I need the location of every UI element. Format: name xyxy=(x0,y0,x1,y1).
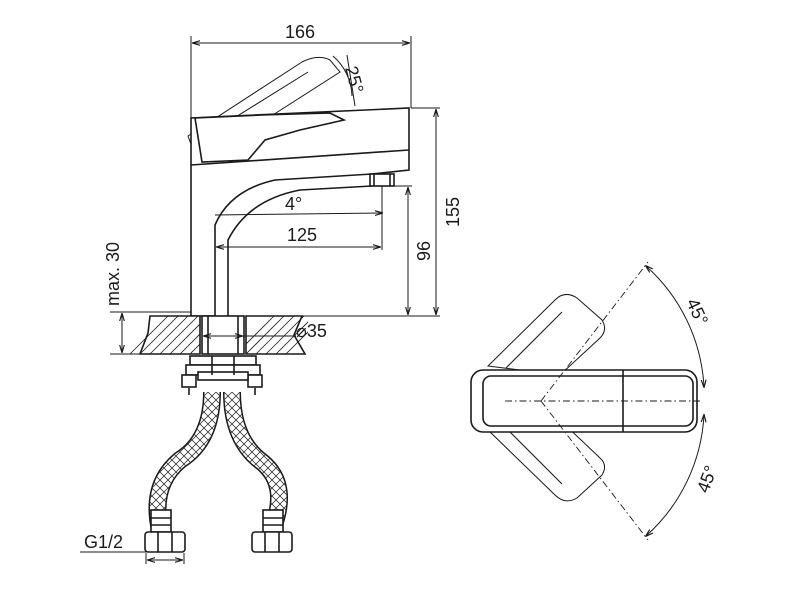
rotation-angle-down-label: 45° xyxy=(693,463,721,495)
dimension-total-height: 155 xyxy=(436,110,463,314)
dimension-125-label: 125 xyxy=(287,225,317,245)
dimension-25-label: 25° xyxy=(341,64,367,95)
lever-rotated-positions xyxy=(486,294,606,502)
faucet-top-view: 45° 45° xyxy=(470,261,721,541)
dimension-155-label: 155 xyxy=(443,197,463,227)
dimension-96-label: 96 xyxy=(414,241,434,261)
dimension-4-label: 4° xyxy=(285,194,302,214)
dimension-overall-length: 166 xyxy=(193,22,409,43)
dimension-spout-height: 96 xyxy=(408,188,434,314)
thread-callout: G1/2 xyxy=(80,532,185,564)
dimension-handle-tilt: 25° xyxy=(332,54,368,107)
dimension-spout-reach: 125 xyxy=(217,225,380,247)
flexible-hoses xyxy=(144,391,293,553)
dimension-max30-label: max. 30 xyxy=(103,242,123,306)
faucet-side-view: 166 25° 4° xyxy=(80,22,463,564)
fixing-nut xyxy=(181,355,263,395)
deck-section xyxy=(129,315,308,355)
thread-size-label: G1/2 xyxy=(84,532,123,552)
dimension-spout-angle: 4° xyxy=(214,194,382,215)
faucet-body xyxy=(190,107,410,317)
dimension-166-label: 166 xyxy=(285,22,315,42)
dimension-hole-diameter: ⌀35 xyxy=(204,321,327,341)
rotation-angle-up-label: 45° xyxy=(682,295,712,328)
dimension-35-label: ⌀35 xyxy=(296,321,327,341)
dimension-deck-thickness: max. 30 xyxy=(103,242,123,352)
lever-top-outline xyxy=(470,369,700,433)
